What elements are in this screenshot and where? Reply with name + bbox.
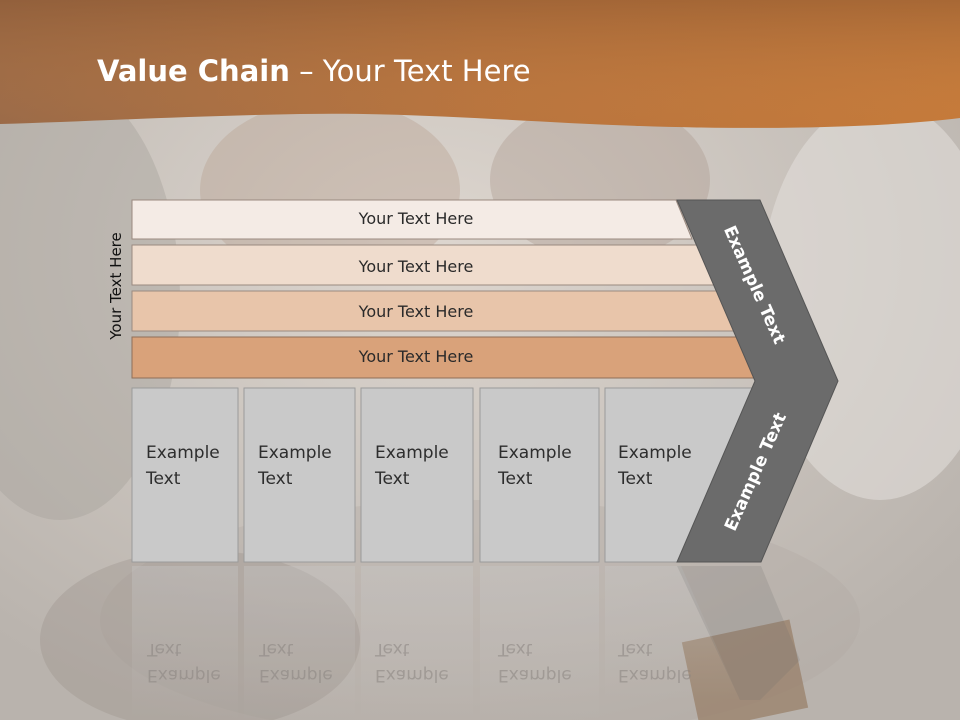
- box-shape-4: [479, 387, 600, 563]
- box-3: Example Text: [361, 388, 473, 562]
- reflection-text-1: Example Text: [147, 636, 221, 688]
- reflection-text-2: Example Text: [259, 636, 333, 688]
- title-bold: Value Chain: [97, 54, 290, 88]
- row-label-2: Your Text Here: [358, 257, 474, 276]
- box-1-line1: Example: [146, 443, 220, 463]
- reflection-3-line1: Example: [375, 665, 449, 685]
- box-4: Example Text: [484, 388, 603, 562]
- box-3-line1: Example: [375, 443, 449, 463]
- reflection-text-4: Example Text: [498, 636, 572, 688]
- box-reflection-1: [132, 566, 238, 720]
- box-2: Example Text: [244, 388, 355, 562]
- box-shape-2: [243, 387, 356, 563]
- box-reflection-4: [480, 566, 599, 720]
- reflection-text-5: Example Text: [618, 636, 692, 688]
- row-label-4: Your Text Here: [358, 347, 474, 366]
- reflection-2-line2: Text: [259, 639, 294, 659]
- chevron-arrow: [676, 199, 839, 563]
- box-reflection-2: [244, 566, 355, 720]
- reflection-4-line2: Text: [498, 639, 533, 659]
- row-band-1: [131, 199, 693, 240]
- slide-title: Value Chain – Your Text Here: [97, 54, 531, 88]
- reflection-5-line1: Example: [618, 665, 692, 685]
- reflection-4-line1: Example: [498, 665, 572, 685]
- box-5-line2: Text: [618, 469, 653, 489]
- box-1-text: Example Text: [146, 440, 220, 492]
- side-label-text: Your Text Here: [107, 232, 125, 340]
- box-1-line2: Text: [146, 469, 181, 489]
- reflection-text-3: Example Text: [375, 636, 449, 688]
- box-shape-1: [131, 387, 239, 563]
- box-4-line2: Text: [498, 469, 533, 489]
- box-1: Example Text: [132, 388, 238, 562]
- chevron-reflection: [677, 566, 800, 700]
- box-5-text: Example Text: [618, 440, 692, 492]
- box-shape-3: [360, 387, 474, 563]
- box-reflection-5: [605, 566, 740, 700]
- reflection-1-line1: Example: [147, 665, 221, 685]
- box-4-text: Example Text: [498, 440, 572, 492]
- reflection-5-line2: Text: [618, 639, 653, 659]
- row-label-3: Your Text Here: [358, 302, 474, 321]
- box-3-line2: Text: [375, 469, 410, 489]
- box-3-text: Example Text: [375, 440, 449, 492]
- box-2-text: Example Text: [258, 440, 332, 492]
- box-5: Example Text: [604, 388, 724, 562]
- row-label-1: Your Text Here: [358, 209, 474, 228]
- reflection-1-line2: Text: [147, 639, 182, 659]
- box-2-line2: Text: [258, 469, 293, 489]
- box-2-line1: Example: [258, 443, 332, 463]
- reflection-3-line2: Text: [375, 639, 410, 659]
- box-4-line1: Example: [498, 443, 572, 463]
- box-5-line1: Example: [618, 443, 692, 463]
- title-rest: – Your Text Here: [289, 54, 531, 88]
- box-reflection-3: [361, 566, 473, 720]
- reflection-2-line1: Example: [259, 665, 333, 685]
